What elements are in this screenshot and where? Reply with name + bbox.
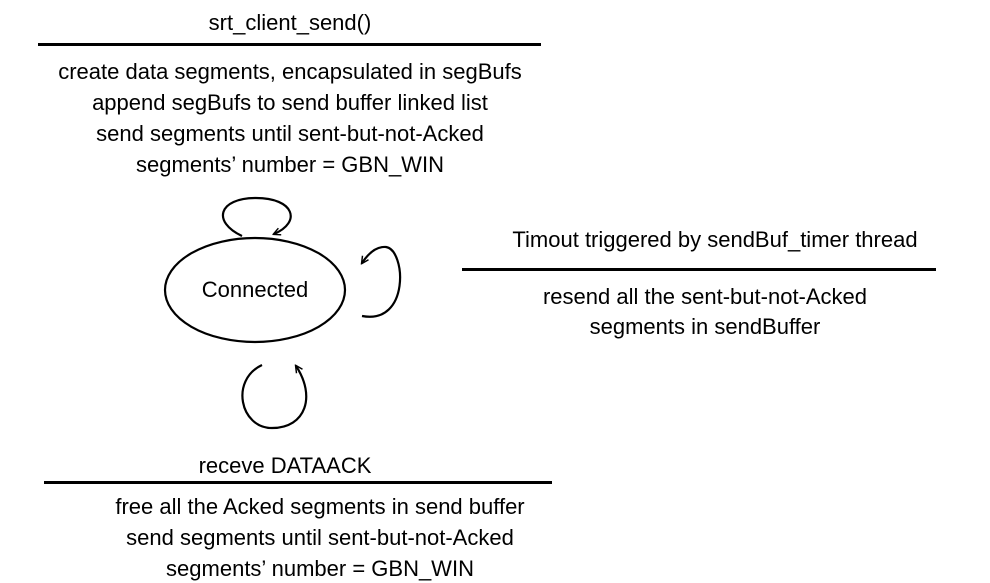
timeout-event-label: Timout triggered by sendBuf_timer thread (512, 227, 918, 252)
send-event-divider (38, 43, 541, 46)
ack-action-line-1: free all the Acked segments in send buff… (115, 494, 525, 519)
ack-event-divider (44, 481, 552, 484)
timeout-loop-arrow (362, 245, 402, 318)
ack-loop-arrow (241, 365, 308, 430)
send-loop-arrow (221, 196, 292, 237)
timeout-action-line-2: segments in sendBuffer (589, 314, 821, 339)
connected-state-label: Connected (201, 277, 309, 302)
send-event-label: srt_client_send() (208, 10, 372, 35)
ack-action-line-3: segments’ number = GBN_WIN (166, 556, 474, 581)
ack-action-line-2: send segments until sent-but-not-Acked (126, 525, 514, 550)
ack-event-label: receve DATAACK (198, 453, 372, 478)
send-action-line-3: send segments until sent-but-not-Acked (96, 121, 484, 146)
send-action-line-2: append segBufs to send buffer linked lis… (92, 90, 488, 115)
connected-state[interactable] (163, 236, 347, 344)
send-action-line-1: create data segments, encapsulated in se… (58, 59, 522, 84)
timeout-event-divider (462, 268, 936, 271)
send-action-line-4: segments’ number = GBN_WIN (136, 152, 444, 177)
timeout-action-line-1: resend all the sent-but-not-Acked (542, 284, 868, 309)
